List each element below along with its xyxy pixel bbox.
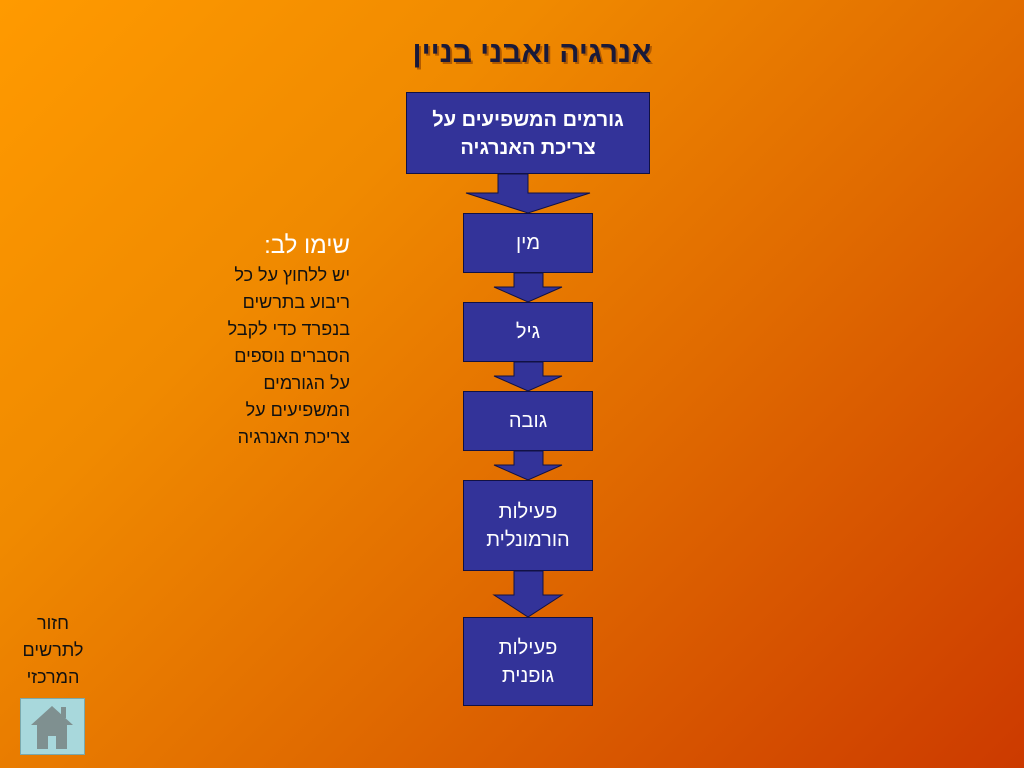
- arrow-down-icon: [492, 570, 564, 618]
- arrow-down-icon: [493, 361, 563, 392]
- flow-box-energy-factors[interactable]: גורמים המשפיעים על צריכת האנרגיה: [406, 92, 650, 174]
- home-icon: [31, 706, 73, 749]
- note-body: יש ללחוץ על כל ריבוע בתרשים בנפרד כדי לק…: [227, 265, 350, 447]
- slide-title: אנרגיה ואבני בניין: [412, 36, 652, 69]
- arrow-down-icon: [465, 173, 591, 214]
- flow-box-age[interactable]: גיל: [463, 302, 593, 362]
- flow-box-sex[interactable]: מין: [463, 213, 593, 273]
- note-heading: שימו לב:: [264, 232, 350, 259]
- arrow-down-icon: [493, 272, 563, 303]
- flow-box-physical-activity[interactable]: פעילות גופנית: [463, 617, 593, 706]
- back-to-main-diagram-link[interactable]: חזור לתרשים המרכזי: [22, 613, 84, 687]
- home-button[interactable]: [20, 698, 85, 755]
- flow-box-height[interactable]: גובה: [463, 391, 593, 451]
- arrow-down-icon: [493, 450, 563, 481]
- flow-box-hormonal-activity[interactable]: פעילות הורמונלית: [463, 480, 593, 571]
